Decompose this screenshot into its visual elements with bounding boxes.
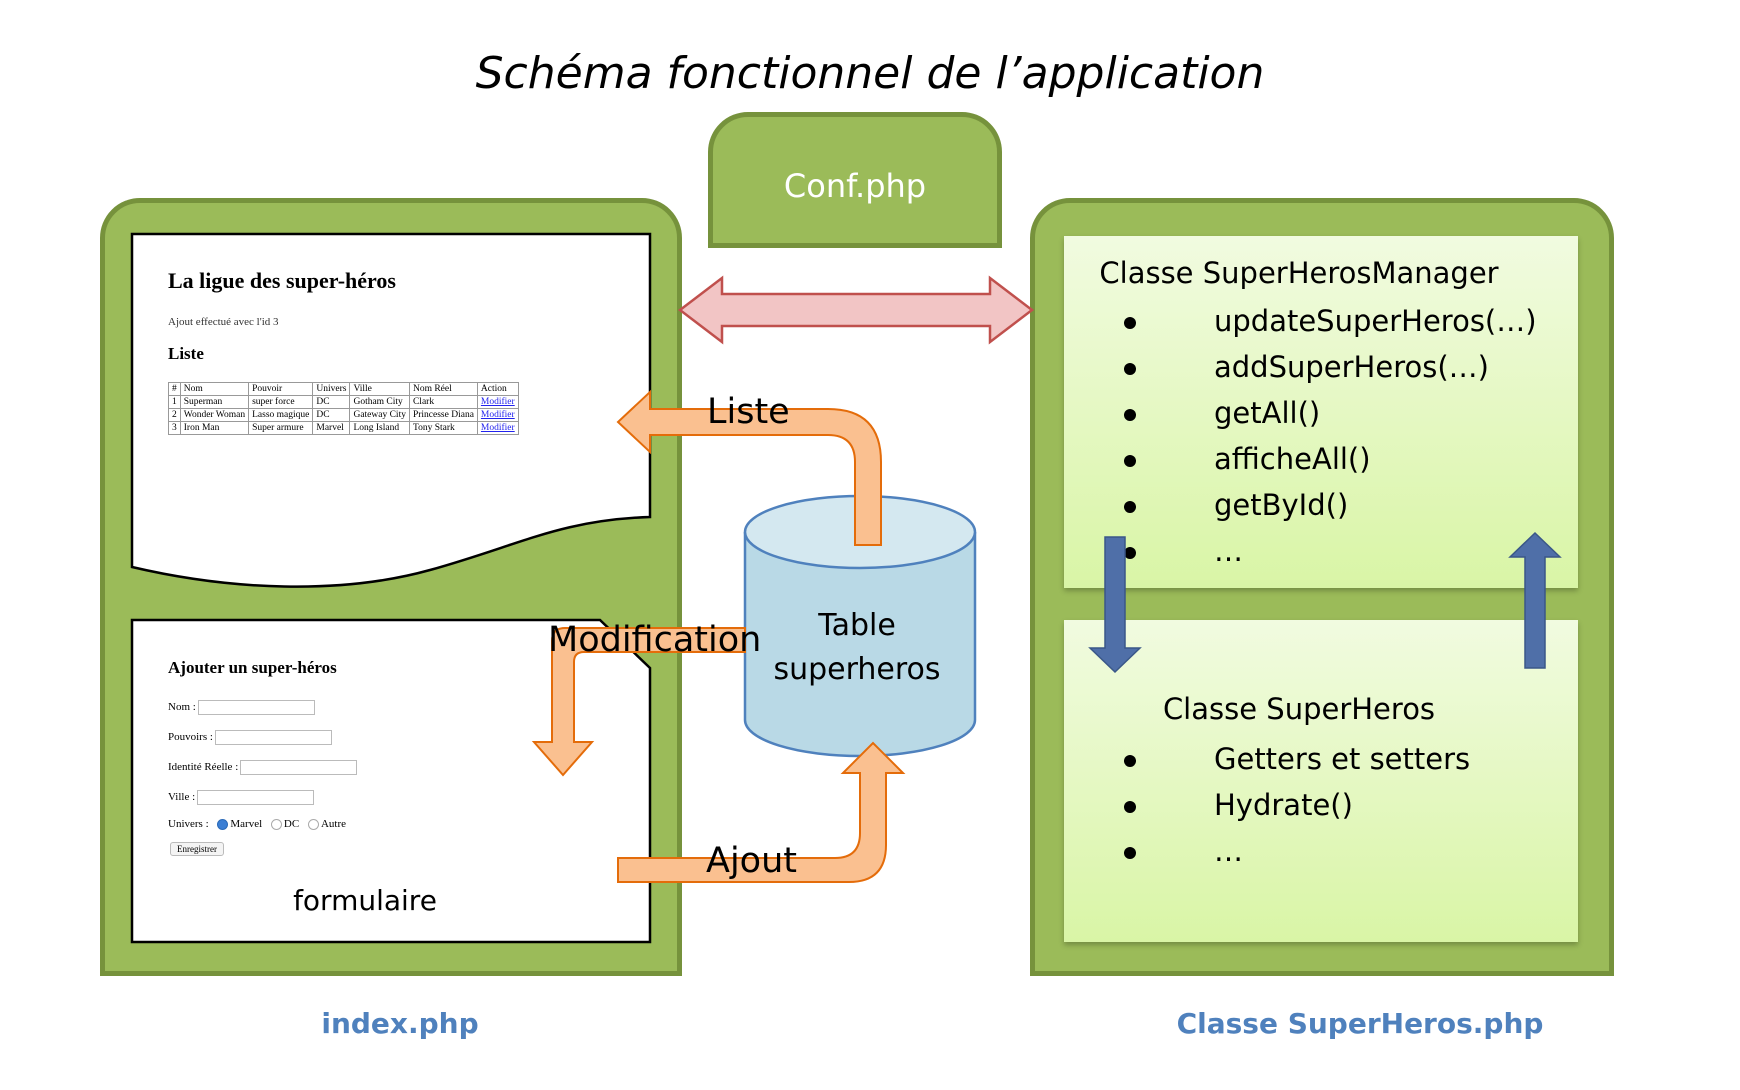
list-item: … (1124, 528, 1537, 574)
list-page-subheading: Liste (168, 344, 204, 363)
list-item: getAll() (1124, 390, 1537, 436)
flow-label-liste: Liste (707, 392, 790, 432)
submit-button[interactable]: Enregistrer (170, 842, 224, 856)
field-label: Univers : (168, 818, 209, 830)
table-cell: Super armure (248, 421, 314, 435)
diagram-title: Schéma fonctionnel de l’application (475, 48, 1265, 99)
form-row-univers: Univers : Marvel DC Autre (168, 818, 346, 830)
list-item: addSuperHeros(…) (1124, 344, 1537, 390)
index-php-label: index.php (321, 1007, 479, 1040)
superheros-class-title: Classe SuperHeros (1162, 692, 1436, 726)
heroes-table: # Nom Pouvoir Univers Ville Nom Réel Act… (168, 382, 519, 435)
modify-link[interactable]: Modifier (480, 397, 515, 407)
table-row: 1 Superman super force DC Gotham City Cl… (168, 395, 519, 409)
liste-arrow (616, 389, 882, 546)
modify-link[interactable]: Modifier (480, 423, 515, 433)
identite-input[interactable] (240, 760, 358, 775)
list-item: Hydrate() (1124, 782, 1470, 828)
ajout-arrow (617, 741, 906, 883)
table-cell: super force (248, 395, 314, 409)
modify-link[interactable]: Modifier (480, 410, 515, 420)
nom-input[interactable] (197, 700, 315, 715)
superheros-class-box: Classe SuperHeros Getters et setters Hyd… (1064, 620, 1578, 942)
list-item: updateSuperHeros(…) (1124, 298, 1537, 344)
form-heading: Ajouter un super-héros (168, 658, 337, 677)
flow-label-ajout: Ajout (706, 841, 797, 881)
flow-label-modification: Modification (548, 620, 762, 660)
list-item: … (1124, 828, 1470, 874)
table-cell: Marvel (312, 421, 351, 435)
list-item: Getters et setters (1124, 736, 1470, 782)
field-label: Ville : (168, 791, 196, 804)
table-cell: Long Island (349, 421, 410, 435)
radio-label: Marvel (230, 818, 263, 830)
database-label-line: superheros (773, 652, 941, 687)
field-label: Nom : (168, 701, 196, 714)
radio-autre[interactable] (307, 818, 319, 830)
manager-method-list: updateSuperHeros(…) addSuperHeros(…) get… (1124, 298, 1537, 574)
modification-arrow (531, 627, 746, 777)
radio-label: DC (283, 818, 300, 830)
list-page-heading: La ligue des super-héros (168, 268, 396, 293)
blue-up-arrow (1508, 531, 1562, 669)
manager-class-box: Classe SuperHerosManager updateSuperHero… (1064, 236, 1578, 588)
double-arrow (677, 275, 1035, 345)
form-row-identite: Identité Réelle : (168, 760, 358, 775)
form-caption: formulaire (293, 884, 437, 917)
list-document: La ligue des super-héros Ajout effectué … (130, 232, 650, 582)
list-page-message: Ajout effectué avec l'id 3 (168, 316, 279, 328)
database-label-line: Table (818, 608, 896, 643)
table-row: 3 Iron Man Super armure Marvel Long Isla… (168, 421, 519, 435)
database-cylinder (743, 494, 977, 758)
list-item: afficheAll() (1124, 436, 1537, 482)
table-cell: Iron Man (179, 421, 250, 435)
database-label: Table superheros (742, 604, 972, 692)
pouvoirs-input[interactable] (214, 730, 332, 745)
ville-input[interactable] (197, 790, 315, 805)
form-row-pouvoirs: Pouvoirs : (168, 730, 332, 745)
form-row-ville: Ville : (168, 790, 315, 805)
field-label: Identité Réelle : (168, 761, 239, 774)
list-item: getById() (1124, 482, 1537, 528)
superheros-method-list: Getters et setters Hydrate() … (1124, 736, 1470, 874)
conf-php-box: Conf.php (708, 112, 1002, 248)
form-row-nom: Nom : (168, 700, 315, 715)
superheros-php-label: Classe SuperHeros.php (1176, 1007, 1544, 1040)
field-label: Pouvoirs : (168, 731, 213, 744)
table-cell: Tony Stark (408, 421, 478, 435)
table-cell: Modifier (476, 421, 519, 435)
radio-label: Autre (320, 818, 346, 830)
manager-class-title: Classe SuperHerosManager (1099, 256, 1499, 290)
radio-dc[interactable] (270, 818, 282, 830)
blue-down-arrow (1088, 536, 1142, 674)
radio-marvel[interactable] (217, 818, 229, 830)
form-document: Ajouter un super-héros Nom : Pouvoirs : … (130, 618, 650, 946)
